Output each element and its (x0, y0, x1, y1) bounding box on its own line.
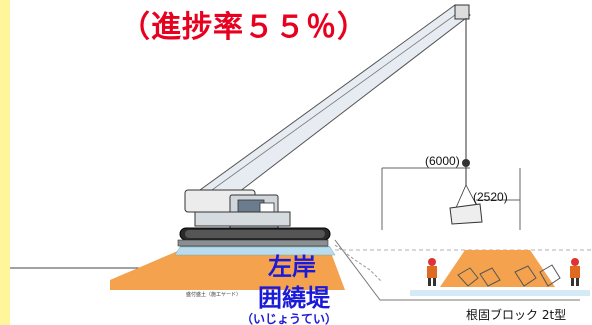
dyke-profile (334, 239, 580, 301)
structure-label-reading: （いじょうてい） (241, 312, 338, 325)
concrete-blocks (457, 264, 561, 287)
dimension-lower: (2520) (473, 190, 508, 204)
seabed-strip (410, 290, 590, 296)
worker-figure-right (570, 258, 580, 286)
embankment-slope-left (120, 256, 225, 290)
structure-label-left-bank: 左岸 (268, 253, 316, 281)
embankment-fill-right (440, 250, 555, 287)
dimension-upper: (6000) (425, 154, 460, 168)
crane-mats (177, 239, 329, 247)
sling-left (454, 184, 467, 211)
embankment-note: 盛付盛土（施工ヤード） (186, 292, 242, 298)
progress-title: （進捗率５５％） (120, 10, 368, 45)
dyke-steps (334, 244, 383, 283)
crane-carbody (194, 211, 291, 227)
bank-top-strip (174, 246, 336, 256)
boom-tip (454, 4, 470, 20)
block-caption: 根固ブロック 2t型 (466, 308, 567, 322)
left-border-strip (0, 0, 10, 325)
crawler-track-inner (185, 230, 325, 238)
hook-block (462, 159, 470, 167)
suspended-block (449, 203, 483, 225)
structure-label-dyke: 囲繞堤 (258, 284, 330, 312)
crane-boom-inner-line (204, 9, 463, 196)
worker-figure-left (427, 258, 437, 286)
